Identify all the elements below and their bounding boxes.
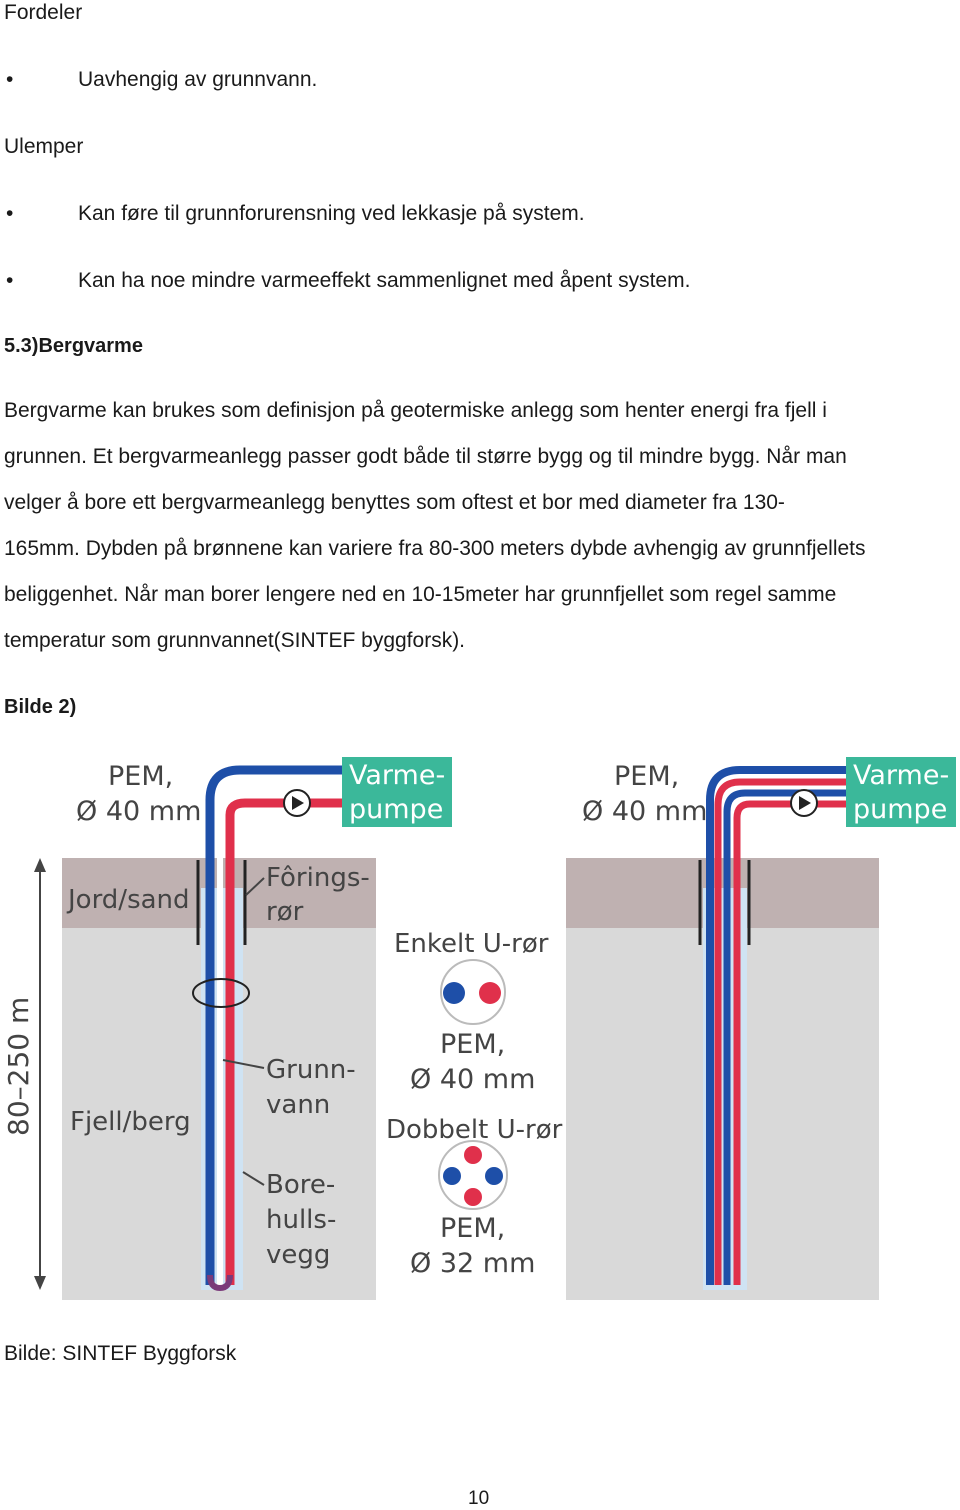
single-pem-label: Ø 40 mm xyxy=(410,1064,535,1095)
pipe-red xyxy=(225,798,345,1285)
figure-label: Bilde 2) xyxy=(4,696,77,718)
casing-label: Fôrings- xyxy=(266,863,370,893)
ulemper-heading: Ulemper xyxy=(4,135,84,158)
groundwater-pointer xyxy=(222,1059,265,1069)
double-u-title: Dobbelt U-rør xyxy=(386,1115,563,1145)
pipe-blue xyxy=(205,765,345,1285)
pipe-blue xyxy=(723,789,848,1285)
page-number: 10 xyxy=(468,1488,490,1509)
heat-pump-label: Varme- xyxy=(349,760,445,791)
section-heading: 5.3)Bergvarme xyxy=(4,335,143,357)
pipe-red-dot xyxy=(464,1188,482,1206)
borehole-label: Bore- xyxy=(266,1170,335,1200)
paragraph-line: beliggenhet. Når man borer lengere ned e… xyxy=(4,583,837,606)
casing-label: rør xyxy=(266,897,304,927)
paragraph-line: velger å bore ett bergvarmeanlegg benytt… xyxy=(4,491,785,514)
pipe-red xyxy=(733,800,848,1285)
paragraph-line: Bergvarme kan brukes som definisjon på g… xyxy=(4,399,827,422)
fordeler-item: Uavhengig av grunnvann. xyxy=(78,68,318,91)
borehole-label: vegg xyxy=(266,1240,330,1270)
borehole-diagram: PEM, Ø 40 mm Varme- pumpe Jord/sand Fôri… xyxy=(2,757,956,1300)
casing-pointer xyxy=(245,877,265,896)
paragraph-line: 165mm. Dybden på brønnene kan variere fr… xyxy=(4,537,866,560)
pipe-blue-dot xyxy=(485,1167,503,1185)
rock-label: Fjell/berg xyxy=(70,1107,191,1137)
paragraph-line: grunnen. Et bergvarmeanlegg passer godt … xyxy=(4,445,847,468)
single-pem-label: PEM, xyxy=(440,1029,505,1060)
heat-pump-label: pumpe xyxy=(853,794,947,825)
pem-label: Ø 40 mm xyxy=(76,796,201,827)
borehole-pointer xyxy=(242,1171,265,1186)
pem-label: PEM, xyxy=(614,761,679,792)
ulemper-item: Kan ha noe mindre varmeeffekt sammenlign… xyxy=(78,269,691,292)
heat-pump-label: Varme- xyxy=(853,760,949,791)
double-pem-label: PEM, xyxy=(440,1213,505,1244)
section-marker xyxy=(192,978,250,1008)
pump-arrow xyxy=(292,796,304,810)
pipe-white xyxy=(217,782,345,1285)
single-u-section xyxy=(440,959,506,1025)
arrow-head-down xyxy=(34,1276,46,1290)
pem-label: Ø 40 mm xyxy=(582,796,707,827)
double-u-section xyxy=(438,1140,508,1210)
borehole-label: hulls- xyxy=(266,1205,336,1235)
bullet-icon: • xyxy=(6,202,14,225)
soil-label: Jord/sand xyxy=(66,885,190,915)
source-caption: Bilde: SINTEF Byggforsk xyxy=(4,1342,237,1365)
depth-label: 80–250 m xyxy=(2,997,35,1136)
fordeler-heading: Fordeler xyxy=(4,1,83,24)
bullet-icon: • xyxy=(6,269,14,292)
heat-pump-box xyxy=(342,757,452,827)
pipe-bend xyxy=(207,1274,233,1292)
pipe-blue xyxy=(706,766,848,1285)
bullet-icon: • xyxy=(6,68,14,91)
paragraph-line: temperatur som grunnvannet(SINTEF byggfo… xyxy=(4,629,466,652)
pipe-red-dot xyxy=(464,1146,482,1164)
heat-pump-label: pumpe xyxy=(349,794,443,825)
pump-arrow xyxy=(799,796,811,810)
groundwater-label: vann xyxy=(266,1090,330,1120)
double-pem-label: Ø 32 mm xyxy=(410,1248,535,1279)
pipe-red xyxy=(714,778,848,1285)
pem-label: PEM, xyxy=(108,761,173,792)
single-u-title: Enkelt U-rør xyxy=(394,929,549,959)
arrow-head-up xyxy=(34,858,46,872)
ulemper-item: Kan føre til grunnforurensning ved lekka… xyxy=(78,202,585,225)
groundwater-label: Grunn- xyxy=(266,1055,356,1085)
heat-pump-box xyxy=(846,757,956,827)
pipe-red-dot xyxy=(479,982,501,1004)
pipe-blue-dot xyxy=(443,982,465,1004)
pipe-blue-dot xyxy=(443,1167,461,1185)
